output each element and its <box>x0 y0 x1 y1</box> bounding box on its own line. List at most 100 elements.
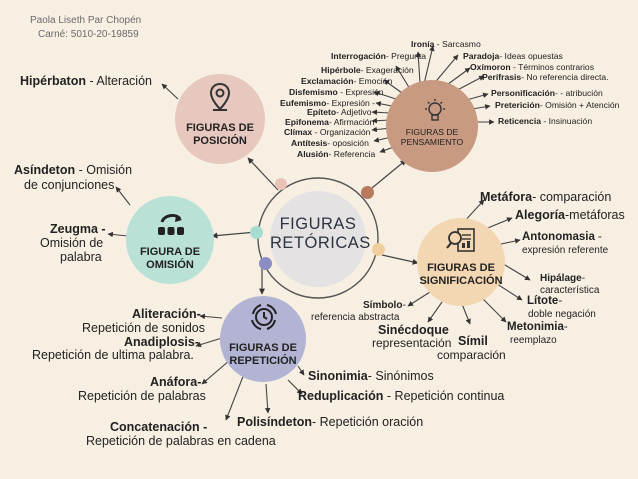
simbolo-def1: - <box>402 300 406 311</box>
repeticion-line1: FIGURAS DE <box>229 342 297 354</box>
epifonema-def: - Afirmación <box>328 117 375 127</box>
concatenacion-def: Repetición de palabras en cadena <box>86 434 276 448</box>
hiperbaton-term: Hipérbaton <box>20 74 86 88</box>
item-perifrasis: Perífrasis- No referencia directa. <box>482 72 609 83</box>
zeugma-term-line: Zeugma - <box>50 222 106 236</box>
hipalage-def2: característica <box>540 285 600 296</box>
category-posicion-label: FIGURAS DE POSICIÓN <box>175 122 265 148</box>
reticencia-def: - Insinuación <box>541 116 593 126</box>
antonomasia-term: Antonomasia <box>522 231 595 243</box>
paradoja-term: Paradoja <box>463 51 500 61</box>
epifonema-term: Epifonema <box>285 117 329 127</box>
aliteracion-term: Aliteración- <box>132 307 201 321</box>
oximoron-term: Oxímoron <box>470 62 511 72</box>
pensamiento-line2: PENSAMIENTO <box>400 137 464 148</box>
item-metafora: Metáfora- comparación <box>480 190 611 204</box>
clock-cycle-icon <box>249 302 279 337</box>
aliteracion-term-line: Aliteración- <box>132 307 201 321</box>
hipalage-term: Hipálage <box>540 273 582 284</box>
ring-dot-repeticion <box>259 257 272 270</box>
category-significacion-label: FIGURAS DE SIGNIFICACIÓN <box>410 262 512 288</box>
ironia-term: Ironía <box>411 39 435 49</box>
climax-def: - Organización <box>312 127 371 137</box>
category-pensamiento-label: FIGURAS DE PENSAMIENTO <box>386 127 478 148</box>
hiperbole-def: - Exageración <box>360 65 414 75</box>
litote-def2: doble negación <box>528 309 596 320</box>
item-antitesis: Antítesis- oposición <box>291 138 369 149</box>
repeticion-line2: REPETICIÓN <box>229 355 297 368</box>
preterition-def: - Omisión + Atención <box>539 100 620 110</box>
anadiplosis-def: Repetición de ultima palabra. <box>32 348 194 362</box>
arrow-to-omision <box>211 231 257 239</box>
item-reticencia: Reticencia - Insinuación <box>498 116 593 127</box>
item-polisindeton: Polisíndeton- Repetición oración <box>237 415 423 429</box>
lightbulb-icon <box>422 98 448 131</box>
simil-term: Símil <box>458 334 488 348</box>
map-pin-icon <box>208 82 232 117</box>
ironia-def: - Sarcasmo <box>434 39 481 49</box>
interrogacion-term: Interrogación <box>331 51 386 61</box>
item-hipalage: Hipálage- <box>540 273 585 285</box>
item-reduplicacion: Reduplicación - Repetición continua <box>298 389 504 403</box>
sinecdoque-def: representación <box>372 336 452 350</box>
metafora-term: Metáfora <box>480 190 533 204</box>
arrow-to-posicion <box>247 157 279 191</box>
litote-term: Lítote <box>527 295 559 307</box>
metonimia-def2: reemplazo <box>510 335 557 346</box>
reduplicacion-def: - Repetición continua <box>383 389 505 403</box>
item-sinonimia: Sinonimia- Sinónimos <box>308 369 434 383</box>
disfemismo-def: - Expresión <box>337 87 384 97</box>
item-simil: Símil <box>458 334 488 348</box>
item-hiperbaton: Hipérbaton - Alteración <box>20 74 152 88</box>
category-pensamiento-circle <box>386 80 478 172</box>
item-asindeton: Asíndeton - Omisión <box>14 163 132 177</box>
item-hiperbole: Hipérbole- Exageración <box>321 65 414 76</box>
category-omision-label: FIGURA DE OMISIÓN <box>126 246 214 272</box>
author-block: Paola Liseth Par Chopén Carné: 5010-20-1… <box>30 14 141 41</box>
aliteracion-def: Repetición de sonidos <box>82 321 205 335</box>
simil-def: comparación <box>437 348 506 362</box>
anadiplosis-term-line: Anadiplosis- <box>124 335 199 349</box>
sinecdoque-term: Sinécdoque <box>378 323 449 337</box>
item-metonimia: Metonimia- <box>507 321 568 334</box>
eufemismo-term: Eufemismo <box>280 98 327 108</box>
item-preterition: Preterición- Omisión + Atención <box>495 100 620 111</box>
anafora-def: Repetición de palabras <box>78 389 206 403</box>
interrogacion-def: - Pregunta <box>385 51 427 61</box>
item-sinecdoque: Sinécdoque <box>378 323 449 337</box>
alusion-term: Alusión <box>297 149 329 159</box>
category-repeticion-label: FIGURAS DE REPETICIÓN <box>220 342 306 368</box>
center-circle <box>270 191 366 287</box>
anafora-term: Anáfora- <box>150 375 202 389</box>
sinonimia-def: - Sinónimos <box>367 369 434 383</box>
item-alusion: Alusión- Referencia <box>297 149 376 160</box>
arrow-to-significacion <box>381 254 419 265</box>
item-ironia: Ironía - Sarcasmo <box>411 39 481 50</box>
antitesis-def: - oposición <box>327 138 369 148</box>
hiperbole-term: Hipérbole <box>321 65 361 75</box>
pensamiento-line1: FIGURAS DE <box>405 127 459 137</box>
ring-dot-posicion <box>275 178 287 190</box>
author-carne: Carné: 5010-20-19859 <box>38 28 139 40</box>
item-simbolo: Símbolo- <box>363 300 406 312</box>
center-title-line1: FIGURAS <box>279 215 357 233</box>
item-exclamacion: Exclamación- Emoción <box>301 76 393 87</box>
reticencia-term: Reticencia <box>498 116 541 126</box>
exclamacion-def: - Emoción <box>353 76 393 86</box>
posicion-line1: FIGURAS DE <box>186 122 254 134</box>
omision-line1: FIGURA DE <box>139 246 201 258</box>
antonomasia-def1: - <box>594 231 602 243</box>
antonomasia-def2: expresión referente <box>522 245 609 256</box>
perifrasis-term: Perífrasis <box>482 72 522 82</box>
perifrasis-def: - No referencia directa. <box>521 72 609 82</box>
alusion-def: - Referencia <box>328 149 376 159</box>
zeugma-def2: palabra <box>60 250 102 264</box>
category-significacion-circle <box>417 218 505 306</box>
asindeton-def1: - Omisión <box>75 163 133 177</box>
epiteto-def: - Adjetivo <box>336 107 372 117</box>
item-epifonema: Epifonema- Afirmación <box>285 117 375 128</box>
metonimia-def1: - <box>563 321 568 333</box>
exclamacion-term: Exclamación <box>301 76 354 86</box>
item-epiteto: Epíteto- Adjetivo <box>307 107 372 118</box>
